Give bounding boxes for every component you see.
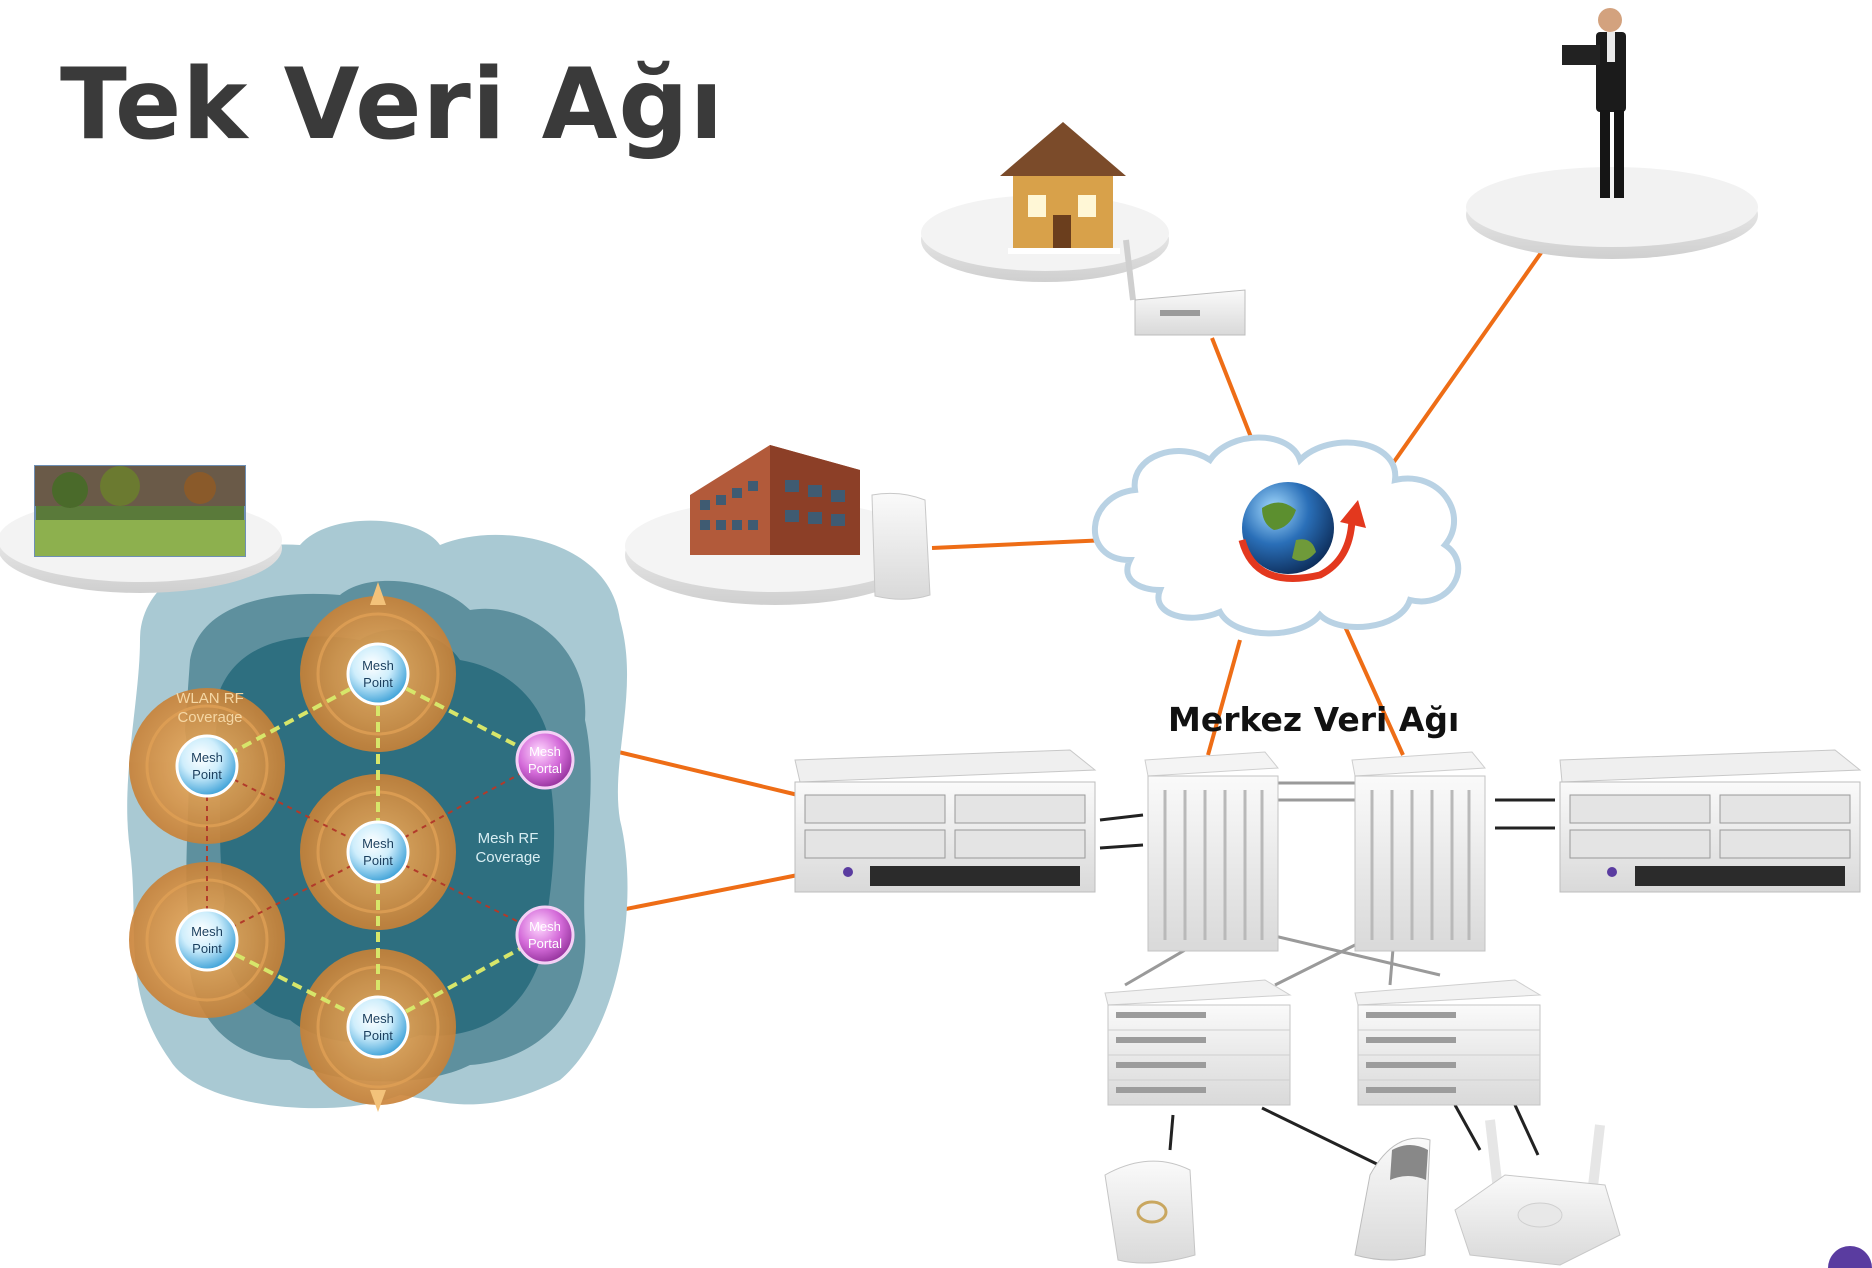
mesh-point-label: Point <box>192 941 222 956</box>
link-person <box>1389 248 1545 468</box>
mesh-point-1: Mesh Point <box>346 642 410 706</box>
businessman-laptop-icon <box>1562 8 1626 198</box>
wan-links <box>559 248 1545 924</box>
access-point-tower-icon <box>1354 1137 1431 1261</box>
mesh-portal-label: Mesh <box>529 919 561 934</box>
mesh-portal-label: Portal <box>528 936 562 951</box>
link-office <box>931 538 1109 550</box>
mesh-point-label: Point <box>363 1028 393 1043</box>
link-core-a <box>1206 639 1242 756</box>
mesh-point-label: Point <box>192 767 222 782</box>
globe-icon <box>1238 482 1366 582</box>
core-network-label: Merkez Veri Ağı <box>1168 700 1460 739</box>
office-building-icon <box>690 445 860 555</box>
mesh-point-label: Mesh <box>362 836 394 851</box>
mesh-point-label: Point <box>363 675 393 690</box>
mesh-point-label: Mesh <box>362 658 394 673</box>
mesh-point-2: Mesh Point <box>175 734 239 798</box>
mesh-rf-label-2: Coverage <box>475 849 540 866</box>
page-title: Tek Veri Ağı <box>60 48 725 162</box>
mesh-point-5: Mesh Point <box>346 995 410 1059</box>
wall-access-point-icon <box>871 492 931 600</box>
home-router-icon <box>1123 239 1246 336</box>
access-point-wall-icon <box>1104 1160 1196 1264</box>
mesh-portal-label: Mesh <box>529 744 561 759</box>
access-switch-stack-1 <box>1104 979 1292 1106</box>
access-switch-stack-2 <box>1354 979 1542 1106</box>
core-switch-2 <box>1351 751 1487 952</box>
mesh-rf-label-1: Mesh RF <box>478 830 539 847</box>
mesh-point-3: Mesh Point <box>346 820 410 884</box>
core-switch-1 <box>1144 751 1280 952</box>
mesh-point-label: Mesh <box>191 924 223 939</box>
mobile-user-site <box>1466 8 1758 259</box>
cloud-icon <box>1091 434 1462 637</box>
core-router-left <box>794 749 1097 893</box>
link-core-b <box>1341 621 1405 756</box>
wlan-coverage-label-1: WLAN RF <box>176 690 244 707</box>
mesh-portal-label: Portal <box>528 761 562 776</box>
campus-site <box>0 465 282 593</box>
office-site <box>625 445 931 605</box>
house-icon <box>1000 122 1126 254</box>
access-point-antenna-icon <box>1454 1119 1621 1266</box>
mesh-point-label: Mesh <box>362 1011 394 1026</box>
wlan-coverage-label-2: Coverage <box>177 709 242 726</box>
home-site <box>921 122 1246 336</box>
mesh-point-4: Mesh Point <box>175 908 239 972</box>
campus-photo-icon <box>34 465 246 557</box>
core-router-right <box>1559 749 1862 893</box>
corner-brand-mark <box>1828 1246 1872 1268</box>
mesh-portal-1: Mesh Portal <box>515 730 575 790</box>
mesh-portal-2: Mesh Portal <box>515 905 575 965</box>
mesh-point-label: Point <box>363 853 393 868</box>
mesh-point-label: Mesh <box>191 750 223 765</box>
